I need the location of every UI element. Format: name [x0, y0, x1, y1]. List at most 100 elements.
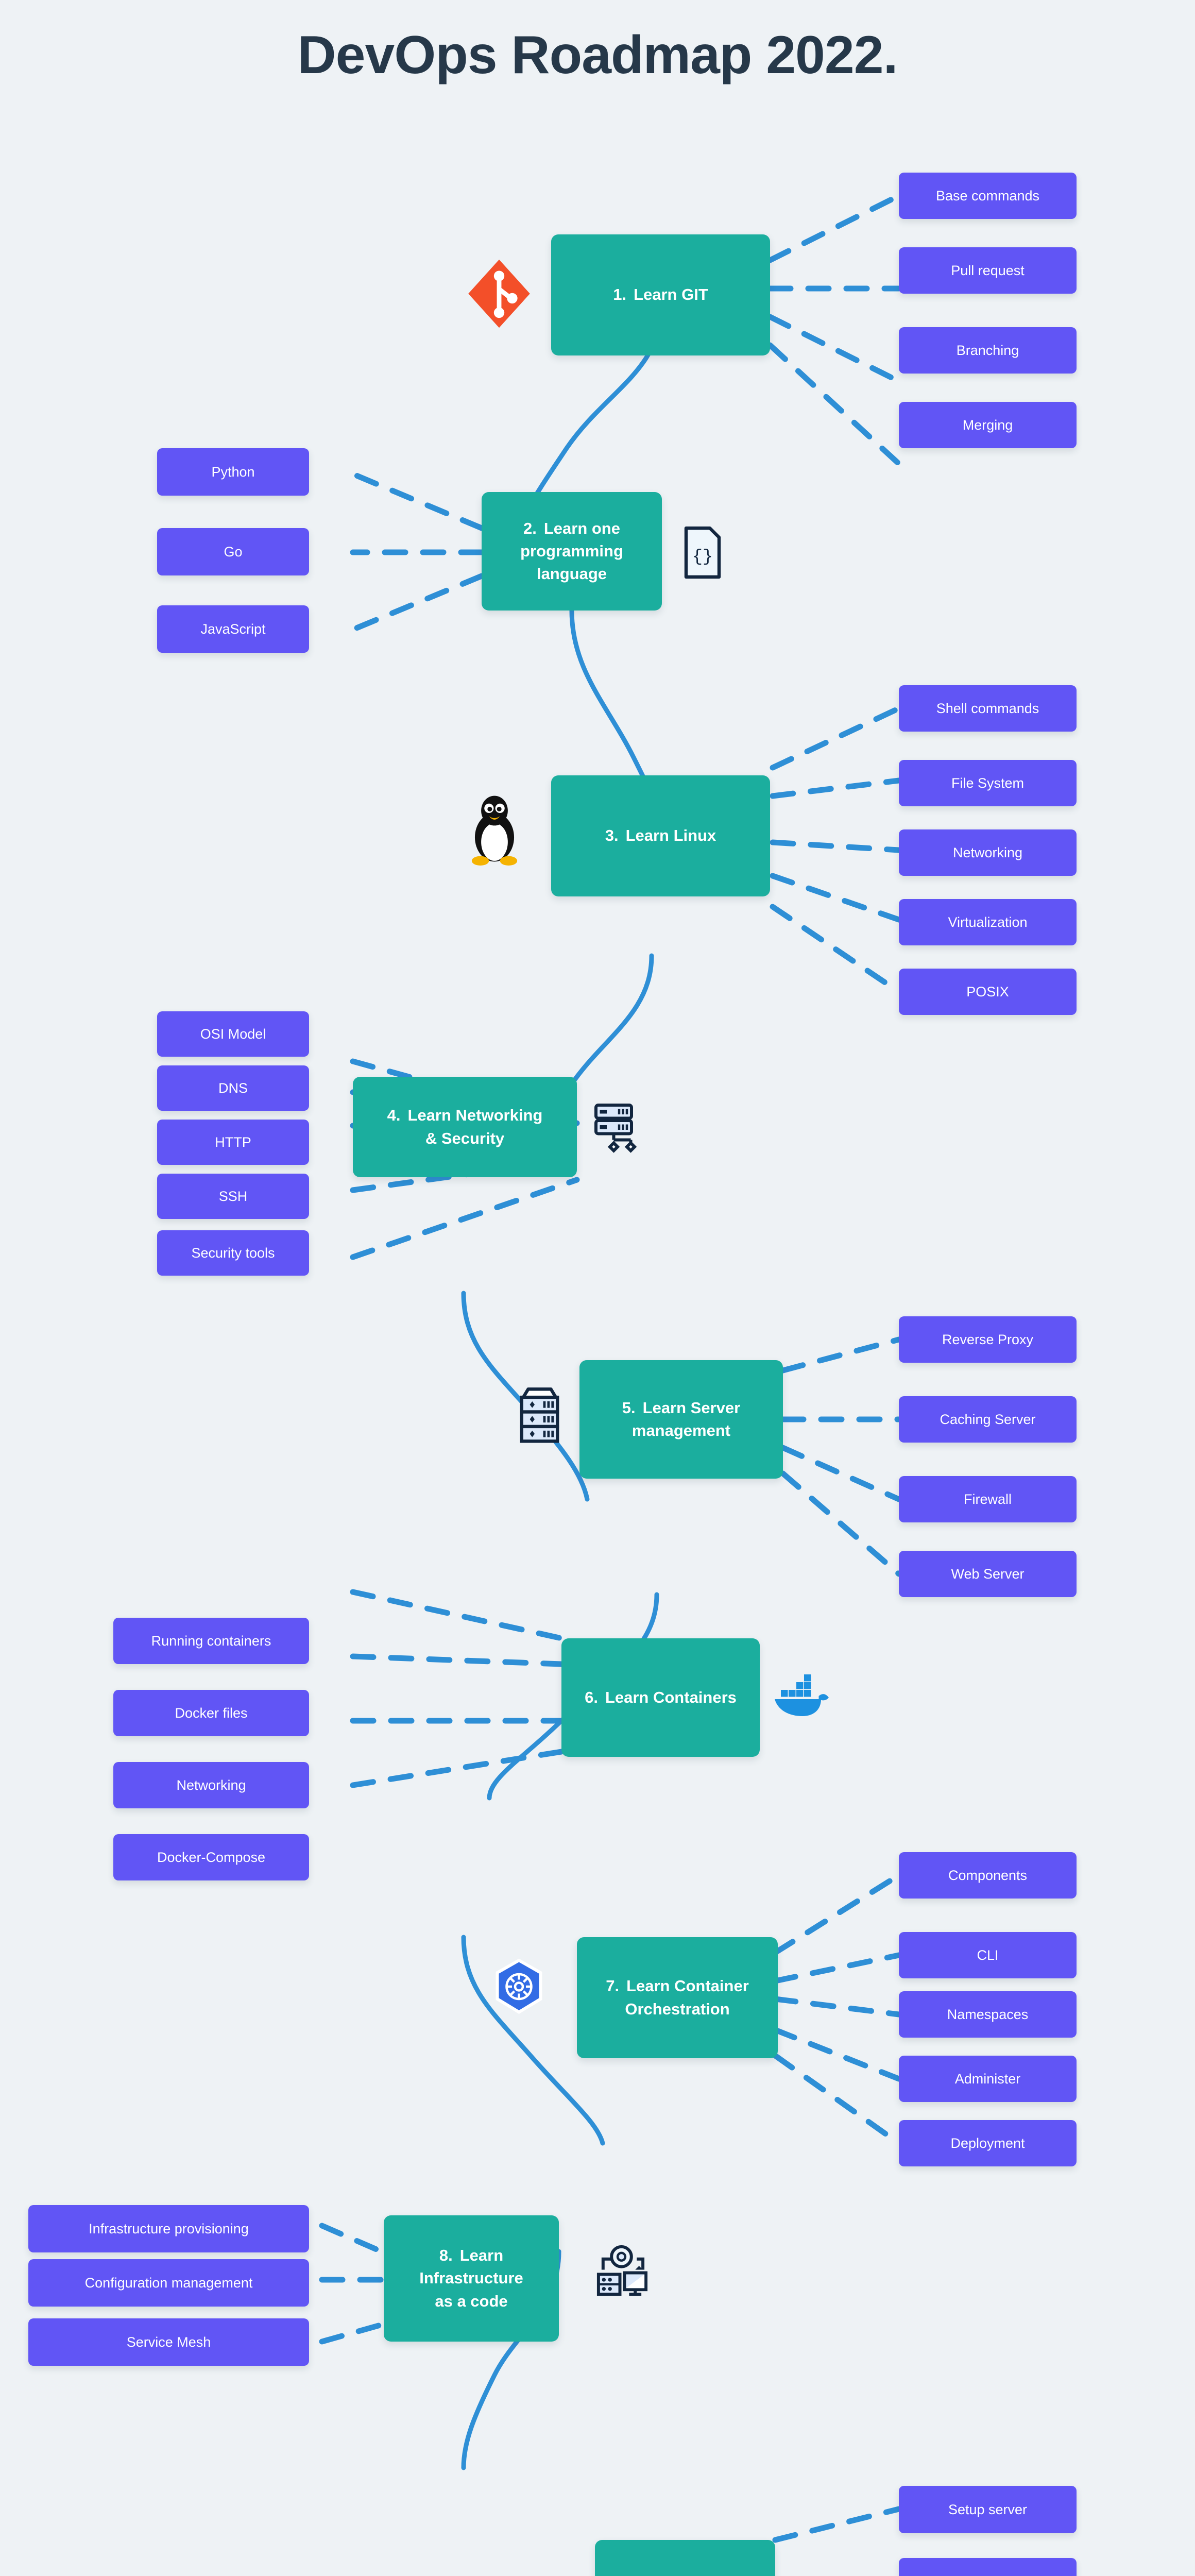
leaf-label: JavaScript [200, 621, 266, 637]
network-server-icon [594, 1104, 637, 1153]
leaf-box[interactable]: Caching Server [899, 1396, 1077, 1443]
leaf-box[interactable]: Base commands [899, 173, 1077, 219]
leaf-box[interactable]: Pull request [899, 247, 1077, 294]
leaf-box[interactable]: DNS [157, 1065, 309, 1111]
leaf-box[interactable]: Reverse Proxy [899, 1316, 1077, 1363]
step-node-8[interactable]: 8. Learn Infrastructure as a code [384, 2215, 559, 2342]
leaf-label: HTTP [215, 1134, 251, 1150]
step-number: 3. [605, 826, 619, 845]
leaf-box[interactable]: CLI [899, 1932, 1077, 1978]
leaf-box[interactable]: JavaScript [157, 605, 309, 653]
leaf-label: Base commands [935, 188, 1040, 204]
leaf-label: Integration [955, 2574, 1021, 2576]
leaf-label: Firewall [963, 1491, 1012, 1507]
leaf-label: Virtualization [948, 914, 1028, 930]
leaf-box[interactable]: Branching [899, 327, 1077, 374]
page-title: DevOps Roadmap 2022. [297, 25, 898, 85]
leaf-box[interactable]: Web Server [899, 1551, 1077, 1597]
step-label-line: Learn Server [642, 1398, 741, 1417]
leaf-label: Networking [176, 1777, 246, 1793]
leaf-label: Shell commands [936, 700, 1039, 716]
code-file-icon: {} [684, 526, 721, 579]
leaf-box[interactable]: POSIX [899, 969, 1077, 1015]
leaf-label: Pull request [951, 262, 1025, 278]
step-label-line: Learn one [543, 519, 620, 537]
leaf-box[interactable]: Service Mesh [28, 2318, 309, 2366]
step-label-line: programming [520, 541, 623, 560]
step-label: Learn Linux [625, 826, 716, 845]
step-node-6[interactable]: 6. Learn Containers [561, 1638, 760, 1757]
cicd-infinity-icon [476, 2571, 551, 2576]
leaf-box[interactable]: Virtualization [899, 899, 1077, 945]
step-node-2[interactable]: 2. Learn one programming language [482, 492, 662, 611]
leaf-box[interactable]: Administer [899, 2056, 1077, 2102]
leaf-label: Branching [956, 342, 1019, 358]
leaf-box[interactable]: Python [157, 448, 309, 496]
leaf-box[interactable]: Setup server [899, 2486, 1077, 2533]
step-node-3[interactable]: 3. Learn Linux [551, 775, 770, 896]
leaf-box[interactable]: Namespaces [899, 1991, 1077, 2038]
leaf-box[interactable]: Shell commands [899, 685, 1077, 732]
leaf-box[interactable]: SSH [157, 1174, 309, 1219]
leaf-box[interactable]: Docker files [113, 1690, 309, 1736]
leaf-box[interactable]: Running containers [113, 1618, 309, 1664]
leaf-box[interactable]: Configuration management [28, 2259, 309, 2307]
leaf-label: Service Mesh [126, 2334, 211, 2350]
leaf-box[interactable]: Security tools [157, 1230, 309, 1276]
infrastructure-gear-icon [596, 2245, 648, 2296]
leaf-label: CLI [977, 1947, 999, 1963]
linux-penguin-icon [471, 795, 518, 866]
step-node-7[interactable]: 7. Learn Container Orchestration [577, 1937, 778, 2058]
leaf-box[interactable]: File System [899, 760, 1077, 806]
leaf-box[interactable]: Networking [899, 829, 1077, 876]
step-label: Learn Containers [605, 1688, 737, 1706]
step-node-4[interactable]: 4. Learn Networking & Security [353, 1077, 577, 1177]
leaf-box[interactable]: Docker-Compose [113, 1834, 309, 1880]
svg-text:{}: {} [692, 547, 713, 566]
leaf-label: Running containers [151, 1633, 271, 1649]
step-node-9[interactable]: 9. Learn CI/CD [595, 2540, 775, 2576]
step-label-line: as a code [435, 2292, 508, 2310]
step-label-line: management [631, 1421, 731, 1439]
leaf-box[interactable]: Firewall [899, 1476, 1077, 1522]
step-number: 6. [585, 1688, 598, 1706]
leaf-box[interactable]: Merging [899, 402, 1077, 448]
leaf-label: Infrastructure provisioning [89, 2221, 249, 2236]
leaf-box[interactable]: Deployment [899, 2120, 1077, 2166]
docker-whale-icon [775, 1674, 829, 1716]
leaf-box[interactable]: Infrastructure provisioning [28, 2205, 309, 2252]
leaf-box[interactable]: Networking [113, 1762, 309, 1808]
leaf-box[interactable]: Integration [899, 2558, 1077, 2576]
leaf-box[interactable]: HTTP [157, 1120, 309, 1165]
step-label-line: Orchestration [625, 1999, 730, 2018]
leaf-label: Networking [952, 844, 1023, 860]
step-number: 2. [523, 519, 537, 537]
step-label: Learn GIT [634, 285, 708, 304]
step-node-1[interactable]: 1. Learn GIT [551, 234, 770, 355]
leaf-label: Caching Server [940, 1411, 1036, 1427]
leaf-label: DNS [218, 1080, 248, 1096]
leaf-box[interactable]: Components [899, 1852, 1077, 1899]
kubernetes-helm-icon [496, 1958, 542, 2014]
leaf-label: SSH [218, 1188, 248, 1204]
leaf-label: OSI Model [200, 1026, 266, 1042]
step-number: 5. [622, 1398, 636, 1417]
leaf-label: Merging [962, 417, 1013, 433]
leaf-label: Docker files [175, 1705, 248, 1721]
git-icon [468, 259, 530, 328]
leaf-label: Administer [954, 2071, 1021, 2087]
server-rack-icon [520, 1387, 559, 1443]
leaf-label: Security tools [191, 1245, 275, 1261]
step-number: 8. [439, 2246, 453, 2265]
leaf-box[interactable]: Go [157, 528, 309, 575]
step-node-5[interactable]: 5. Learn Server management [579, 1360, 783, 1479]
leaf-box[interactable]: OSI Model [157, 1011, 309, 1057]
leaf-label: Go [224, 544, 243, 560]
leaf-label: File System [951, 775, 1025, 791]
leaf-label: Setup server [948, 2501, 1028, 2517]
leaf-label: Docker-Compose [157, 1849, 266, 1865]
step-number: 1. [613, 285, 627, 304]
step-label-line: Infrastructure [419, 2269, 523, 2287]
